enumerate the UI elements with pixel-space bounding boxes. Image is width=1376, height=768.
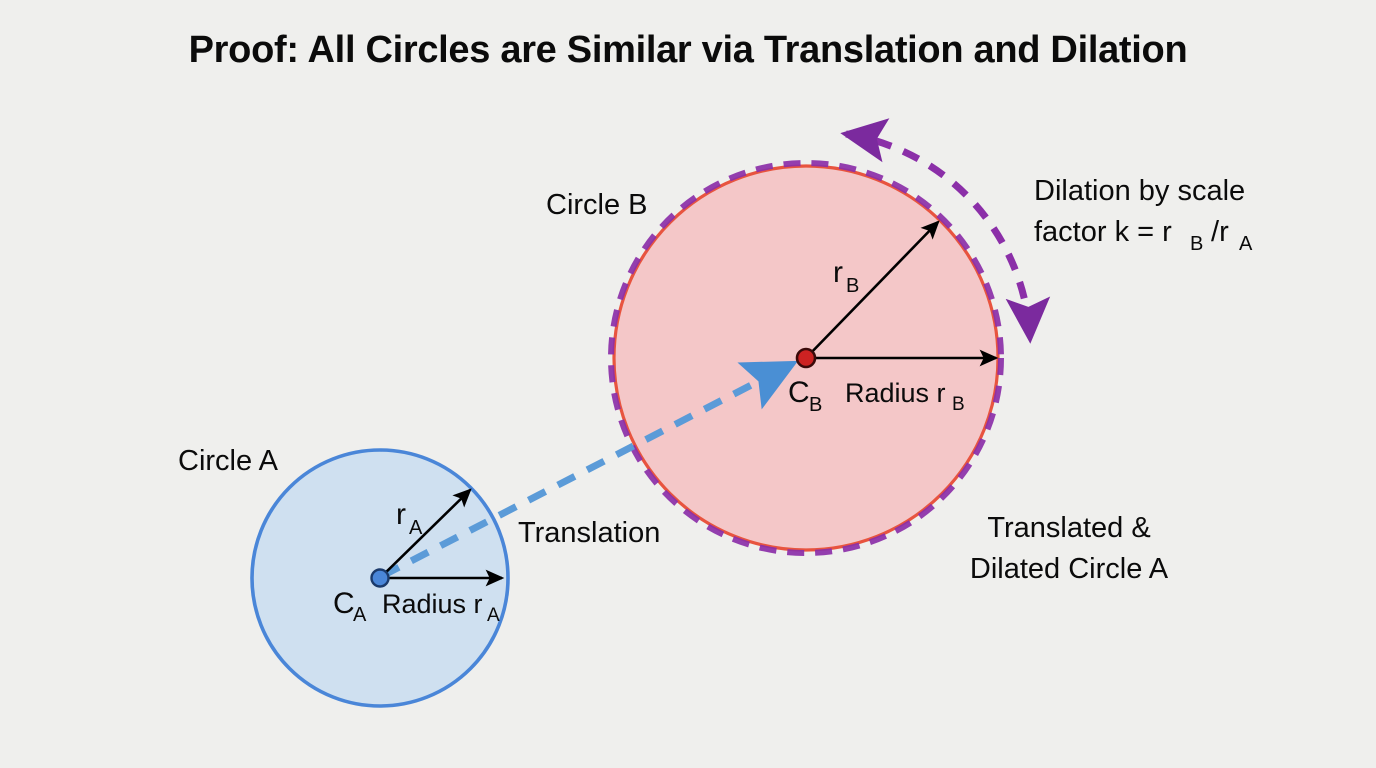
dilation-label-line2-subscript-a: A bbox=[1239, 233, 1253, 255]
circle-b-center-label: C B bbox=[788, 376, 822, 416]
circle-a-center-label: C A bbox=[333, 587, 367, 626]
circle-b-radius-label: Radius r B bbox=[845, 378, 965, 415]
translated-dilated-circle-a-outline bbox=[608, 160, 1004, 556]
circle-a-radius-label: Radius r A bbox=[382, 589, 500, 626]
circle-b-radius-symbol-subscript: B bbox=[846, 275, 859, 297]
overlay-circle-label-line2: Dilated Circle A bbox=[970, 553, 1169, 585]
dilation-label-line2-pre: factor k = r bbox=[1034, 216, 1172, 248]
circle-a-center-label-main: C bbox=[333, 587, 355, 620]
circle-b-center-label-main: C bbox=[788, 376, 810, 409]
circle-a-radius-symbol-main: r bbox=[396, 498, 406, 531]
circle-a-radius-symbol: r A bbox=[396, 498, 423, 539]
page-title: Proof: All Circles are Similar via Trans… bbox=[189, 29, 1188, 71]
circle-a-center-label-subscript: A bbox=[353, 604, 367, 626]
circle-b-radius-symbol-main: r bbox=[833, 256, 843, 289]
dilation-label: Dilation by scale factor k = r B /r A bbox=[1034, 175, 1253, 255]
circle-a-radius-label-main: Radius r bbox=[382, 589, 483, 619]
translation-arrow bbox=[380, 360, 799, 580]
circle-a-radius-label-subscript: A bbox=[487, 605, 500, 626]
dilation-label-line1: Dilation by scale bbox=[1034, 175, 1245, 207]
dilation-label-line2-subscript-b: B bbox=[1190, 233, 1203, 255]
circle-b-radius-label-subscript: B bbox=[952, 394, 965, 415]
circle-a-center-dot bbox=[370, 568, 390, 588]
circle-b-radius-symbol: r B bbox=[833, 256, 859, 297]
dilation-arc-arrow bbox=[840, 118, 1051, 344]
dilation-label-line2-mid: /r bbox=[1203, 216, 1229, 248]
circle-a-radius-arrow-diagonal bbox=[379, 488, 472, 579]
overlay-circle-label: Translated & Dilated Circle A bbox=[970, 512, 1169, 585]
overlay-circle-label-line1: Translated & bbox=[987, 512, 1150, 544]
circle-b-radius-label-main: Radius r bbox=[845, 378, 946, 408]
circle-b-name-label: Circle B bbox=[546, 189, 648, 221]
circle-a-name-label: Circle A bbox=[178, 445, 279, 477]
circle-a-radius-symbol-subscript: A bbox=[409, 517, 423, 539]
circle-b-center-label-subscript: B bbox=[809, 394, 822, 416]
translation-label: Translation bbox=[518, 517, 660, 549]
circle-b-center-dot bbox=[795, 347, 817, 369]
